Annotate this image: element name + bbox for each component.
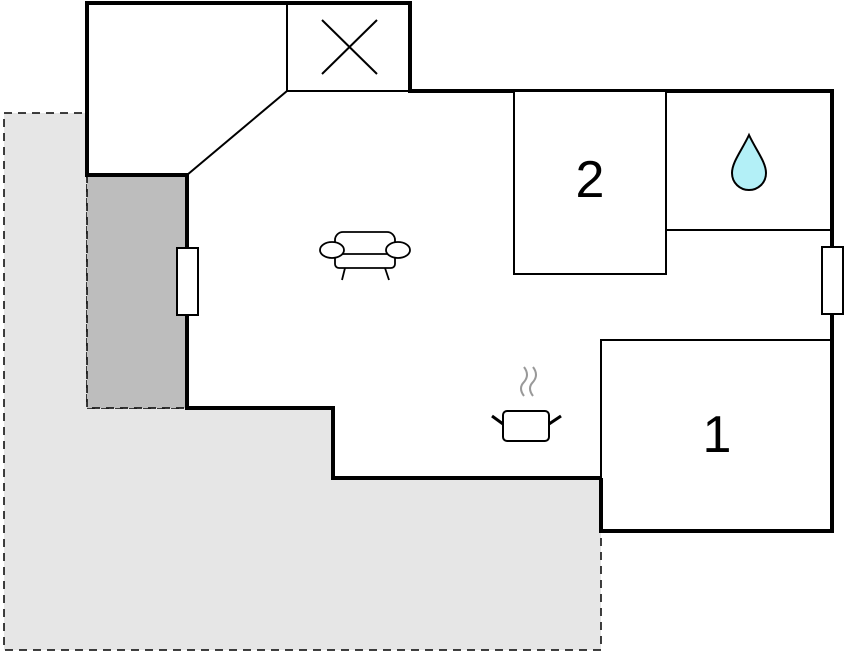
bedroom-1-outer-wall [599,340,834,533]
bathroom-walls [665,91,832,231]
bedroom-2-label: 2 [576,151,605,209]
cross-mark-icon [321,19,378,75]
bedroom-1 [600,339,833,532]
cooking-pot-icon [491,366,562,442]
water-drop-icon [730,132,768,192]
window-icon [821,246,844,315]
sofa-icon [319,231,411,281]
bedroom-2 [513,90,667,275]
bedroom-1-label: 1 [703,406,732,464]
covered-terrace-area [86,174,188,409]
window-icon [176,247,199,316]
